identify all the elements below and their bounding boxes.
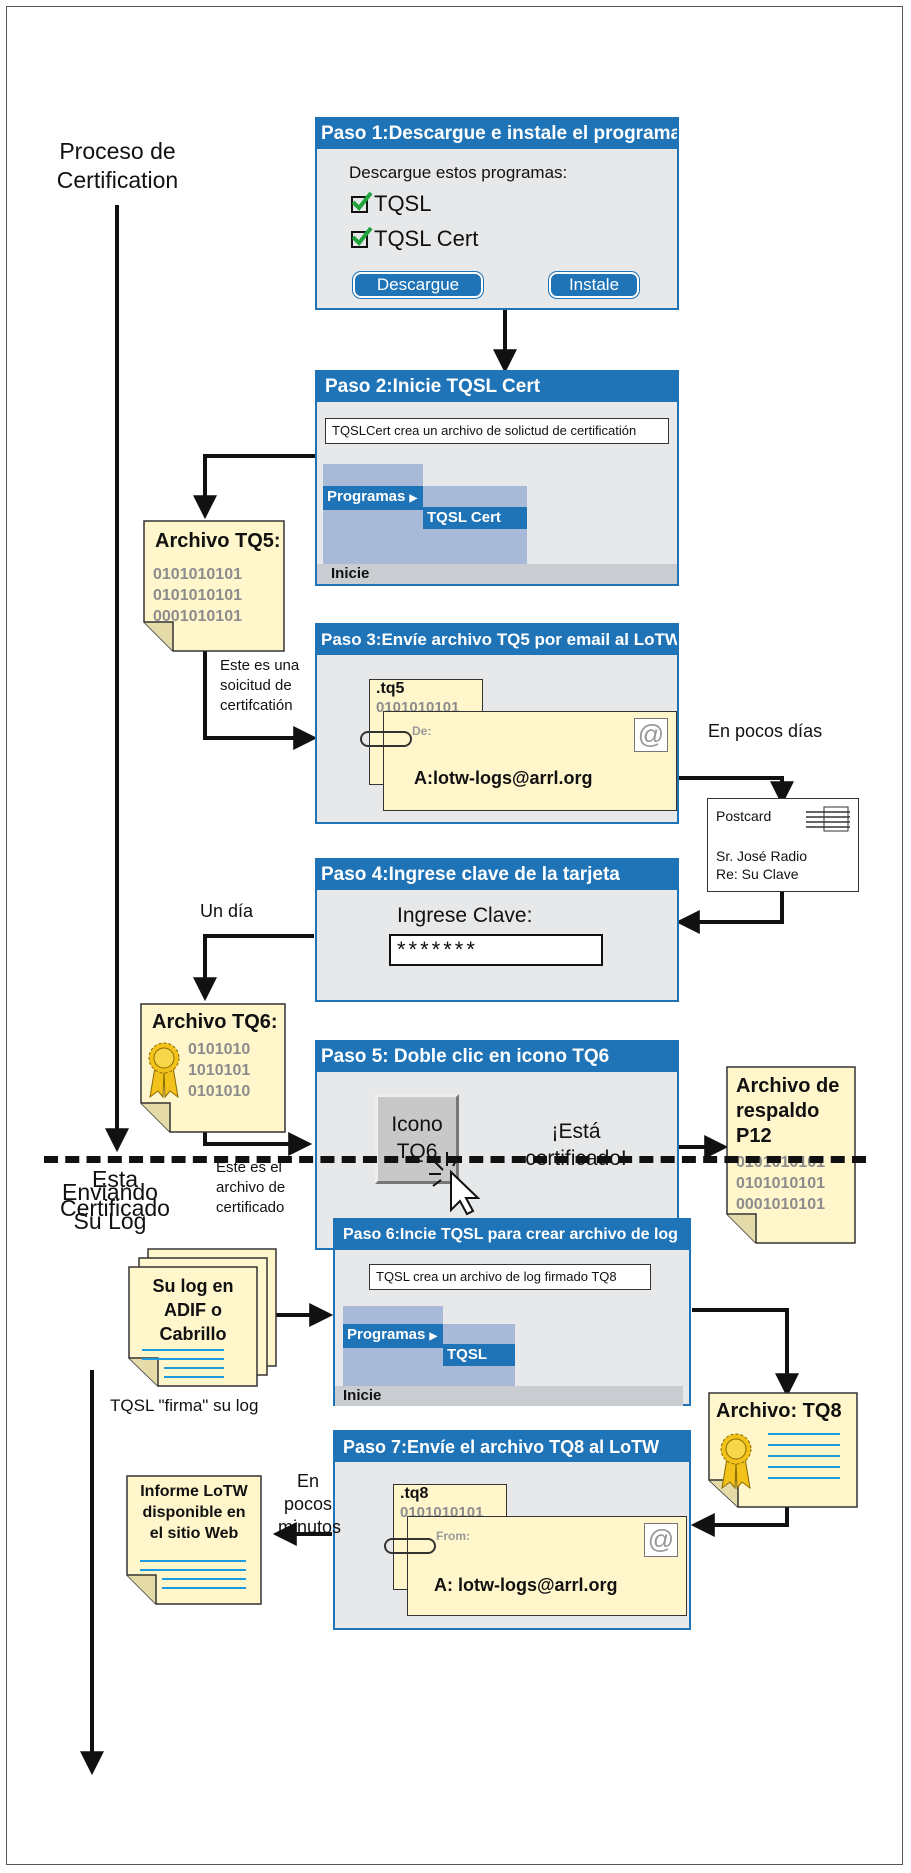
tq6-bits: 1010101 [188, 1062, 251, 1079]
tq5-bits: 0101010101 [153, 587, 242, 604]
step5-title: Paso 5: Doble clic en icono TQ6 [317, 1042, 677, 1072]
start-bar[interactable]: Inicie [317, 564, 677, 584]
postcard: Postcard Sr. José Radio Re: Su Clave [707, 798, 859, 892]
step2-note: TQSLCert crea un archivo de solictud de … [325, 418, 669, 444]
step1-prompt: Descargue estos programas: [349, 163, 568, 182]
step3-title: Paso 3:Envíe archivo TQ5 por email al Lo… [317, 625, 677, 655]
step2-title: Paso 2:Inicie TQSL Cert [317, 372, 677, 402]
tq8-file: Archivo: TQ8 [708, 1392, 858, 1508]
email-to: A:lotw-logs@arrl.org [414, 768, 593, 788]
menu-programas[interactable]: Programas ▶ [323, 486, 423, 510]
checkbox-tqsl-cert-label: TQSL Cert [374, 226, 479, 251]
diagram-frame [6, 6, 903, 1865]
start-menu-panel [323, 464, 423, 564]
email-envelope: From: @ A: lotw-logs@arrl.org [407, 1516, 687, 1616]
section-divider [44, 1156, 866, 1163]
tq5-file-name: .tq5 [376, 680, 405, 697]
email-to: A: lotw-logs@arrl.org [434, 1575, 618, 1595]
postcard-line2: Re: Su Clave [716, 866, 799, 882]
at-sign-icon: @ [644, 1523, 678, 1557]
tq5-bits: 0001010101 [153, 608, 242, 625]
step4-title: Paso 4:Ingrese clave de la tarjeta [317, 860, 677, 890]
postcard-line1: Sr. José Radio [716, 848, 808, 864]
email-envelope: De: @ A:lotw-logs@arrl.org [383, 711, 677, 811]
step6-note: TQSL crea un archivo de log firmado TQ8 [369, 1264, 651, 1290]
key-label: Ingrese Clave: [397, 904, 533, 927]
tq6-title: Archivo TQ6: [152, 1011, 278, 1033]
tq6-file: Archivo TQ6: 0101010 1010101 0101010 [140, 1003, 286, 1133]
award-ribbon-icon [720, 1433, 752, 1490]
step1-window: Paso 1:Descargue e instale el programa D… [315, 117, 679, 310]
tq8-file-name: .tq8 [400, 1485, 429, 1502]
award-ribbon-icon [148, 1042, 180, 1099]
step7-title: Paso 7:Envíe el archivo TQ8 al LoTW [335, 1432, 689, 1462]
at-sign-icon: @ [634, 718, 668, 752]
step3-window: Paso 3:Envíe archivo TQ5 por email al Lo… [315, 623, 679, 824]
start-bar[interactable]: Inicie [335, 1386, 683, 1406]
postcard-title: Postcard [716, 808, 772, 824]
email-from-label: From: [436, 1529, 470, 1543]
download-button[interactable]: Descargue [353, 272, 483, 298]
paperclip-icon [360, 731, 412, 747]
un-dia-label: Un día [200, 901, 254, 921]
install-button[interactable]: Instale [549, 272, 639, 298]
log-caption: TQSL "firma" su log [110, 1396, 259, 1415]
step6-window: Paso 6:Incie TQSL para crear archivo de … [333, 1218, 691, 1406]
checkbox-tqsl-label: TQSL [374, 191, 432, 216]
checkbox-tqsl-cert[interactable]: TQSL Cert [351, 226, 478, 252]
email-from-label: De: [412, 724, 432, 738]
tq5-bits: 0101010101 [153, 566, 242, 583]
key-input[interactable]: ******* [389, 934, 603, 966]
tq5-title: Archivo TQ5: [155, 530, 281, 552]
checkbox-tqsl[interactable]: TQSL [351, 191, 431, 217]
tq6-bits: 0101010 [188, 1041, 251, 1058]
p12-bits: 0001010101 [736, 1196, 825, 1213]
p12-bits: 0101010101 [736, 1175, 825, 1192]
tq8-title: Archivo: TQ8 [716, 1400, 842, 1422]
step1-title: Paso 1:Descargue e instale el programa [317, 119, 677, 149]
step7-window: Paso 7:Envíe el archivo TQ8 al LoTW .tq8… [333, 1430, 691, 1630]
step2-window: Paso 2:Inicie TQSL Cert TQSLCert crea un… [315, 370, 679, 586]
checkmark-icon [351, 226, 373, 248]
paperclip-icon [384, 1538, 436, 1554]
menu-item-tqsl[interactable]: TQSL [443, 1344, 515, 1366]
stamp-icon [806, 806, 850, 832]
tq5-file: Archivo TQ5: 0101010101 0101010101 00010… [143, 520, 285, 652]
menu-item-tqsl-cert[interactable]: TQSL Cert [423, 507, 527, 529]
submenu-arrow-icon: ▶ [429, 1331, 438, 1342]
step4-window: Paso 4:Ingrese clave de la tarjeta Ingre… [315, 858, 679, 1002]
menu-programas[interactable]: Programas ▶ [343, 1324, 443, 1348]
checkmark-icon [351, 191, 373, 213]
en-pocos-dias-label: En pocos días [708, 721, 823, 741]
submenu-arrow-icon: ▶ [409, 493, 418, 504]
tq6-bits: 0101010 [188, 1083, 251, 1100]
step6-title: Paso 6:Incie TQSL para crear archivo de … [335, 1220, 689, 1250]
